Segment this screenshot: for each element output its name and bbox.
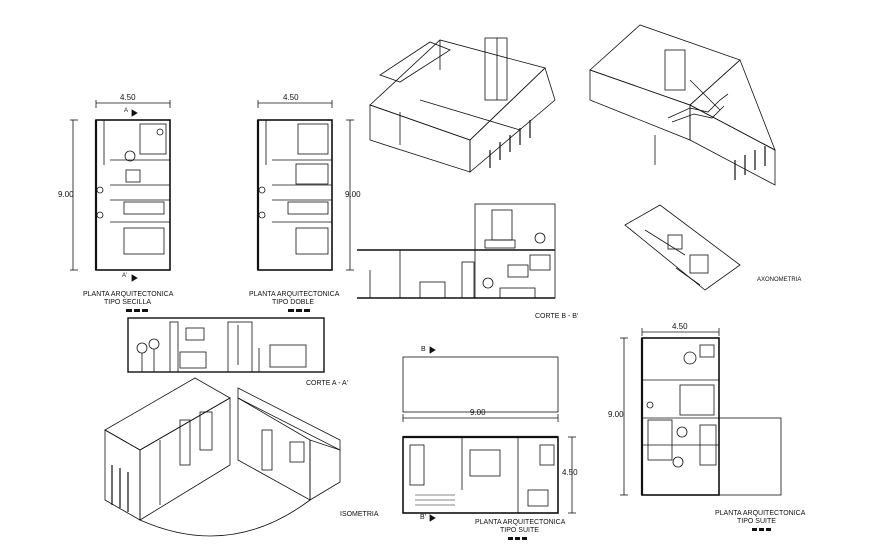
iso-view-2 bbox=[589, 24, 776, 186]
section-mark-a-top: A bbox=[124, 108, 129, 114]
plan-suite-h-title-1: PLANTA ARQUITECTONICA bbox=[475, 519, 566, 526]
plan-tipo-suite-vertical bbox=[620, 328, 782, 496]
scale-bar-suite-h bbox=[508, 537, 529, 540]
section-a-a-title: CORTE A - A' bbox=[306, 380, 349, 387]
dim-width-doble: 4.50 bbox=[283, 93, 299, 102]
plan-doble-title-1: PLANTA ARQUITECTONICA bbox=[249, 291, 340, 298]
plan-secilla-title-2: TIPO SECILLA bbox=[104, 299, 152, 306]
scale-bar-doble bbox=[288, 309, 312, 312]
dim-height-suite-v: 9.00 bbox=[608, 410, 624, 419]
dim-width-suite-v: 4.50 bbox=[672, 322, 688, 331]
dim-height-suite-h: 4.50 bbox=[562, 468, 578, 477]
scale-bar-suite-v bbox=[752, 528, 773, 531]
plan-tipo-doble bbox=[256, 100, 354, 271]
plan-doble-title-2: TIPO DOBLE bbox=[272, 299, 315, 306]
axonometry-title: AXONOMETRIA bbox=[757, 277, 802, 283]
axonometry-drawing bbox=[624, 204, 741, 291]
plan-secilla-title-1: PLANTA ARQUITECTONICA bbox=[83, 291, 174, 298]
section-b-b bbox=[357, 203, 556, 299]
iso-view-1 bbox=[369, 37, 556, 173]
dim-height-secilla: 9.00 bbox=[58, 190, 74, 199]
scale-bar-secilla bbox=[126, 309, 150, 312]
section-mark-b-top: B bbox=[421, 346, 426, 353]
section-b-b-title: CORTE B - B' bbox=[535, 313, 579, 320]
section-a-a bbox=[127, 317, 325, 373]
dim-width-secilla: 4.50 bbox=[120, 93, 136, 102]
isometry-drawing bbox=[104, 377, 341, 537]
plan-suite-v-title-2: TIPO SUITE bbox=[737, 518, 776, 525]
section-mark-b-bottom: B' bbox=[420, 514, 427, 521]
dim-width-suite-h: 9.00 bbox=[470, 408, 486, 417]
plan-tipo-secilla bbox=[70, 100, 171, 282]
plan-suite-v-title-1: PLANTA ARQUITECTONICA bbox=[715, 510, 806, 517]
section-mark-a-bottom: A' bbox=[122, 273, 128, 279]
plan-suite-h-title-2: TIPO SUITE bbox=[500, 527, 539, 534]
dim-height-doble: 9.00 bbox=[345, 190, 361, 199]
plan-tipo-suite-horizontal bbox=[402, 346, 576, 522]
isometry-title: ISOMETRIA bbox=[340, 511, 379, 518]
